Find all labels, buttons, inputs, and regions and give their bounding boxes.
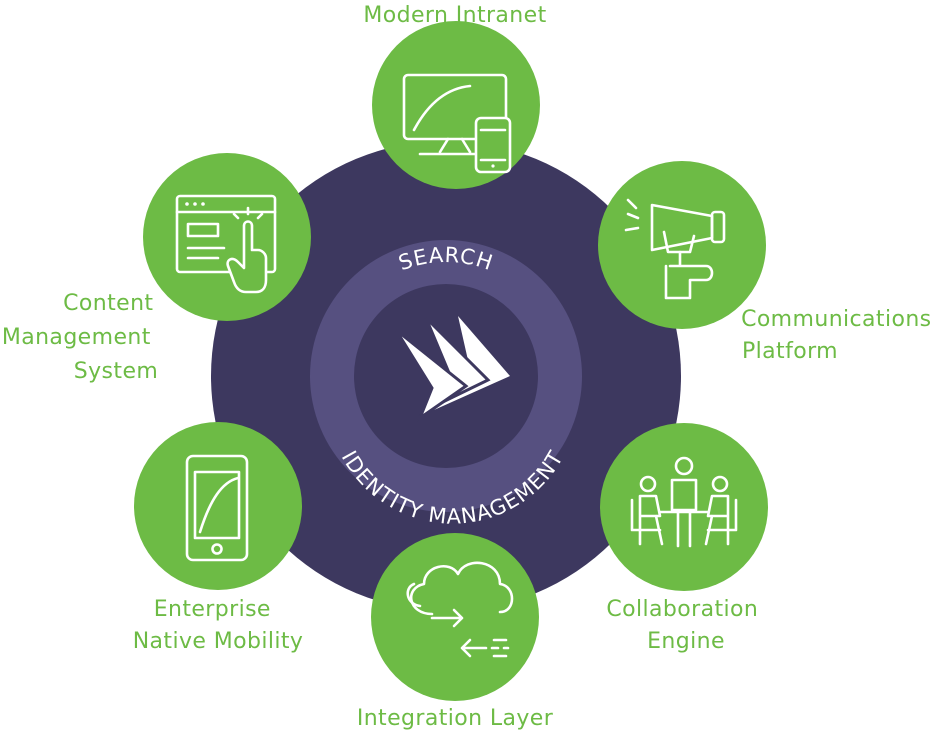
meeting-icon (630, 456, 738, 548)
node-circle (372, 21, 540, 189)
node-content-management-system[interactable]: Content Management System (2, 153, 311, 384)
node-circle (143, 153, 311, 321)
monitor-phone-icon (402, 73, 512, 174)
node-label: Content Management System (2, 291, 161, 384)
browser-click-icon (175, 194, 277, 294)
node-circle (134, 422, 302, 590)
node-integration-layer[interactable]: Integration Layer (357, 533, 554, 731)
megaphone-icon (624, 198, 726, 300)
node-label: Communications Platform (741, 307, 939, 364)
node-modern-intranet[interactable]: Modern Intranet (363, 3, 546, 189)
node-label: Enterprise Native Mobility (133, 597, 304, 654)
node-enterprise-native-mobility[interactable]: Enterprise Native Mobility (133, 422, 304, 654)
arrow-chevrons-logo-icon (394, 316, 510, 423)
node-circle (600, 423, 768, 591)
cloud-sync-icon (406, 561, 514, 658)
node-label: Collaboration Engine (606, 597, 765, 654)
node-label: Integration Layer (357, 706, 554, 731)
node-communications-platform[interactable]: Communications Platform (598, 161, 939, 364)
node-collaboration-engine[interactable]: Collaboration Engine (600, 423, 768, 654)
node-label: Modern Intranet (363, 3, 546, 28)
smartphone-icon (185, 454, 249, 562)
